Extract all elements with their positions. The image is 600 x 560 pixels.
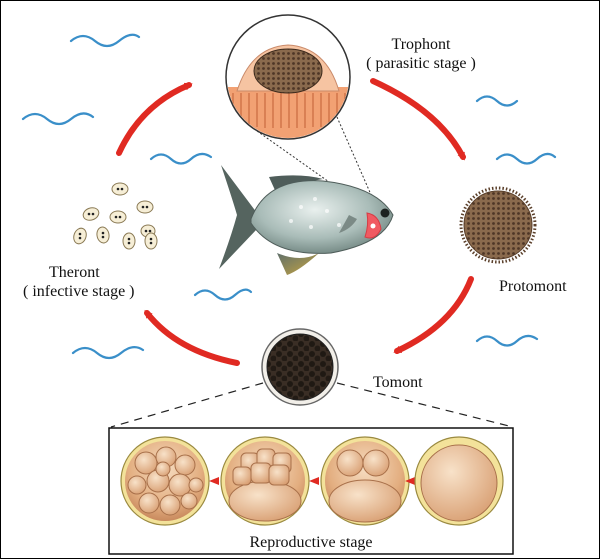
cyst-stage-3 [220, 436, 310, 526]
arrow-protomont-to-tomont [393, 276, 474, 354]
wave-2 [21, 112, 95, 126]
wave-4 [475, 95, 519, 107]
theront-note: ( infective stage ) [23, 283, 135, 300]
arrow-tomont-to-theront [144, 309, 240, 366]
arrow-theront-to-trophont [116, 82, 193, 156]
cyst-stage-1 [414, 436, 504, 526]
wave-7 [475, 334, 539, 347]
water-waves [21, 33, 557, 360]
trophont-cell [253, 48, 323, 94]
trophont-note: ( parasitic stage ) [366, 55, 476, 72]
wave-8 [71, 346, 145, 360]
cycle-arrows [116, 78, 474, 366]
protomont-label: Protomont [499, 278, 567, 295]
reproductive-stage-label: Reproductive stage [249, 534, 373, 551]
inset-guide-lines [256, 116, 380, 214]
wave-1 [69, 33, 141, 48]
cyst-stage-2 [320, 436, 410, 526]
wave-3 [149, 152, 213, 165]
arrow-trophont-to-protomont [370, 78, 466, 161]
pectoral-fin [339, 215, 357, 233]
red-arrow-1 [405, 477, 415, 485]
theront-label: Theront ( infective stage ) [23, 263, 135, 301]
pompano-fish [219, 165, 394, 275]
wave-6 [193, 288, 253, 301]
zoom-dashed-lines [110, 382, 514, 428]
wave-5 [495, 152, 557, 165]
trophont-label: Trophont ( parasitic stage ) [349, 35, 493, 73]
trophont-magnified-inset [225, 14, 351, 140]
fish-body [250, 180, 394, 254]
theront-cells [73, 182, 158, 250]
fish-eye [380, 208, 390, 218]
protomont-cell [459, 186, 537, 264]
red-arrow-2 [309, 477, 319, 485]
anal-fin [277, 253, 319, 275]
tomont-label: Tomont [373, 374, 423, 391]
tail-fin [219, 165, 257, 269]
red-arrow-3 [209, 477, 219, 485]
theront-name: Theront [49, 264, 100, 281]
cyst-stage-4 [120, 436, 210, 526]
reproductive-stage-box [108, 427, 514, 555]
trophont-name: Trophont [391, 36, 451, 53]
tomont-cyst [261, 328, 339, 406]
